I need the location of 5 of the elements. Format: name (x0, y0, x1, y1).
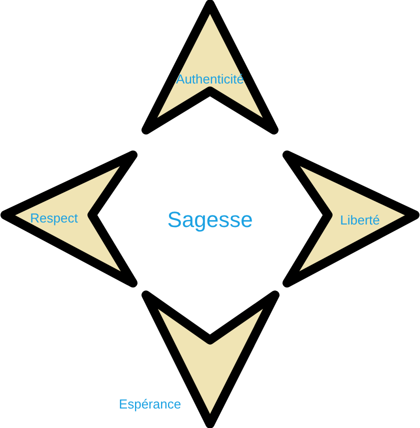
center-label: Sagesse (167, 209, 253, 231)
node-label: Liberté (340, 214, 380, 226)
node-label: Espérance (118, 398, 182, 410)
node-label: Authenticité (176, 72, 244, 86)
node-label: Respect (30, 212, 78, 224)
